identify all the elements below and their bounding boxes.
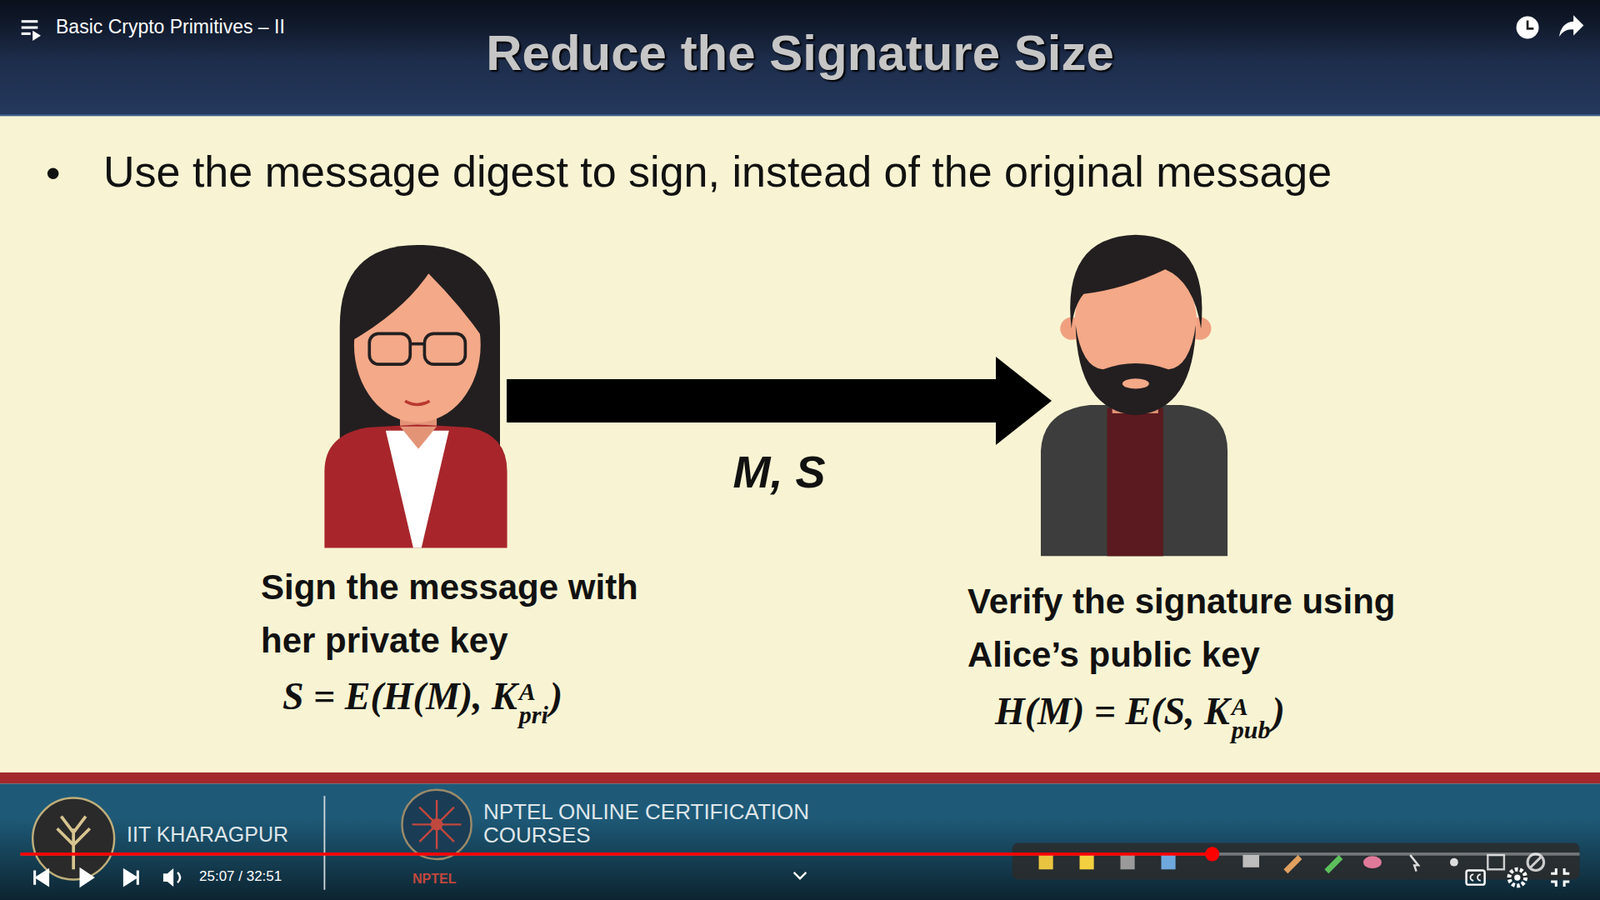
video-time: 25:07 / 32:51 — [199, 868, 282, 885]
alice-sender: Sign the message with her private keyS =… — [324, 245, 507, 548]
playlist-icon — [21, 21, 39, 35]
nptel-logo-rays — [412, 800, 462, 850]
bob-hair — [1070, 235, 1202, 330]
alice-glasses-bridge — [410, 342, 425, 346]
toolbar-icon — [1160, 855, 1175, 870]
formula-text: ) — [1271, 690, 1285, 733]
formula-text: ) — [550, 675, 563, 718]
key-type-subscript: pri — [519, 703, 549, 727]
header-rule — [0, 114, 1600, 116]
chevron-icon — [794, 872, 807, 879]
settings-button — [1509, 869, 1526, 886]
volume-button — [163, 868, 174, 887]
footer-band — [0, 783, 1600, 900]
toolbar-icon — [1324, 855, 1343, 874]
key-index: Apri — [519, 680, 549, 727]
key-type-subscript: pub — [1231, 718, 1271, 742]
playlist-play — [32, 30, 41, 41]
signature-formula: H(M) = E(S, KApub) — [995, 689, 1285, 742]
captions-button — [1466, 870, 1485, 885]
progress-track — [20, 852, 1580, 856]
alice-glasses-lens — [424, 333, 465, 365]
clock-hands — [1527, 20, 1534, 29]
alice-jacket — [324, 424, 507, 548]
next-button — [124, 870, 138, 885]
nptel-logo-core — [430, 818, 444, 831]
formula-text: H(M) = E(S, K — [995, 690, 1230, 733]
edge-label: M, S — [732, 445, 825, 498]
toolbar-icon — [1039, 855, 1054, 870]
bob-mouth — [1122, 378, 1150, 389]
alice-neckline — [400, 426, 437, 450]
signature-formula: S = E(H(M), KApri) — [282, 674, 563, 727]
course-banner: NPTEL ONLINE CERTIFICATION COURSES — [483, 800, 817, 847]
toolbar-icon — [1080, 855, 1095, 870]
header-band — [0, 0, 1600, 115]
annotation-toolbar — [1012, 842, 1580, 880]
key-owner-superscript: A — [1231, 695, 1271, 719]
message-arrow — [506, 356, 1052, 445]
toolbar-icon — [1527, 854, 1545, 871]
exit-fullscreen-button — [1550, 868, 1570, 887]
alice-shirt — [385, 430, 450, 549]
alice-glasses-lens — [369, 333, 410, 365]
volume-wave — [177, 872, 180, 883]
progress-handle — [1205, 846, 1220, 861]
progress-played — [20, 852, 1212, 856]
bob-beard — [1075, 324, 1196, 415]
clock-icon — [1516, 16, 1540, 40]
footer-red-band — [0, 772, 1600, 784]
share-icon — [1559, 15, 1584, 37]
bob-shirt — [1107, 408, 1164, 557]
node-caption: Sign the message with her private key — [260, 560, 653, 668]
institute-name: IIT KHARAGPUR — [126, 822, 289, 847]
logo-caption: NPTEL — [412, 871, 456, 887]
formula-text: S = E(H(M), K — [282, 675, 518, 718]
key-owner-superscript: A — [519, 680, 549, 704]
node-caption: Verify the signature using Alice’s publi… — [967, 575, 1422, 682]
nptel-logo — [401, 790, 471, 860]
toolbar-icon — [1120, 855, 1135, 870]
video-title: Basic Crypto Primitives – II — [55, 15, 285, 39]
playlist-line — [21, 26, 39, 30]
toolbar-icon — [1242, 855, 1260, 868]
bob-jacket — [1040, 405, 1228, 556]
toolbar-icon — [1450, 858, 1459, 867]
playlist-line — [21, 20, 39, 23]
footer-divider — [323, 795, 325, 890]
playlist-line — [21, 32, 31, 35]
toolbar-icon — [1363, 855, 1382, 869]
bullet-text: Use the message digest to sign, instead … — [103, 146, 1332, 197]
toolbar-icon — [1530, 855, 1543, 869]
toolbar-icon — [1487, 855, 1505, 870]
iit-logo-tree — [57, 816, 90, 870]
bullet-dot — [47, 167, 59, 179]
settings-hub — [1514, 874, 1520, 880]
play-button — [80, 867, 95, 888]
slide-ground — [0, 116, 1600, 773]
previous-button — [35, 870, 49, 885]
toolbar-icon — [1283, 855, 1302, 874]
iit-logo — [32, 798, 115, 880]
player-bottom-shade — [0, 816, 1600, 900]
alice-mouth — [405, 400, 430, 405]
captions-glyph — [1470, 874, 1480, 880]
key-index: Apub — [1231, 695, 1271, 742]
toolbar-icon — [1410, 855, 1419, 872]
bob-receiver: Verify the signature using Alice’s publi… — [1051, 236, 1228, 556]
alice-fringe — [350, 255, 486, 342]
